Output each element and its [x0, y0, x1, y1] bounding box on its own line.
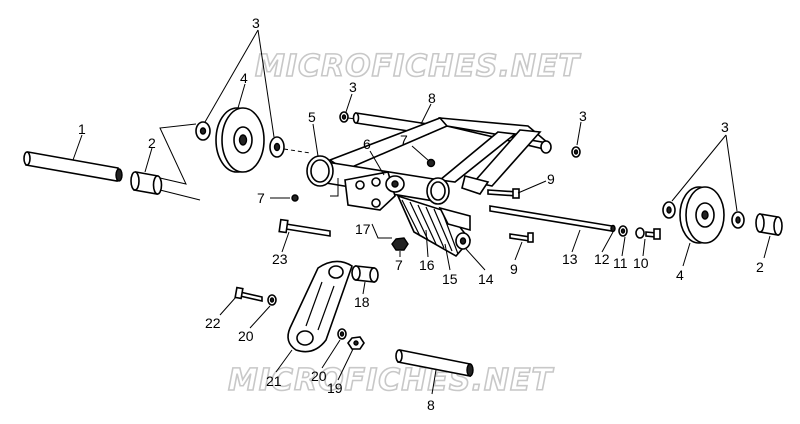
- callout-15: 15: [442, 271, 458, 287]
- bolt-part-9-lower: [509, 232, 534, 243]
- callout-8: 8: [428, 90, 436, 106]
- callout-3: 3: [252, 15, 260, 31]
- bolt-part-10: [645, 228, 661, 240]
- callout-3: 3: [721, 119, 729, 135]
- callout-7: 7: [395, 257, 403, 273]
- callout-20: 20: [311, 368, 327, 384]
- bolt-part-22: [234, 286, 263, 303]
- callout-2: 2: [756, 259, 764, 275]
- callout-9: 9: [510, 261, 518, 277]
- callout-3: 3: [349, 79, 357, 95]
- watermark-bottom: MICROFICHES.NET: [228, 363, 555, 398]
- assembly-line-left: [159, 123, 197, 185]
- washer-part-3-right-upper: [571, 146, 581, 158]
- shock-absorber-part-15: [396, 194, 472, 258]
- callout-2: 2: [148, 135, 156, 151]
- callout-1: 1: [78, 121, 86, 137]
- callout-16: 16: [419, 257, 435, 273]
- callout-4: 4: [676, 267, 684, 283]
- callout-6: 6: [363, 136, 371, 152]
- nut-part-7-left: [291, 194, 299, 202]
- bolt-part-23: [278, 218, 331, 237]
- leader-lines: [72, 29, 771, 395]
- callout-4: 4: [240, 70, 248, 86]
- washer-part-20-lower: [337, 328, 347, 340]
- callout-20: 20: [238, 328, 254, 344]
- callout-18: 18: [354, 294, 370, 310]
- callout-8: 8: [427, 397, 435, 413]
- axle-part-13: [489, 205, 616, 233]
- spacer-part-2-right: [755, 213, 783, 236]
- callout-5: 5: [308, 109, 316, 125]
- callout-7: 7: [400, 132, 408, 148]
- callout-22: 22: [205, 315, 221, 331]
- callout-10: 10: [633, 255, 649, 271]
- bolt-part-9-upper: [487, 188, 520, 199]
- callout-9: 9: [547, 171, 555, 187]
- callout-3: 3: [579, 108, 587, 124]
- swing-arm-frame: [306, 117, 552, 211]
- washer-part-11: [635, 227, 645, 239]
- callout-13: 13: [562, 251, 578, 267]
- link-arm-part-21: [287, 260, 353, 353]
- bushing-part-18: [351, 265, 379, 283]
- watermark-top: MICROFICHES.NET: [255, 49, 582, 84]
- washer-part-20-upper: [267, 294, 277, 306]
- nut-part-19: [347, 336, 365, 350]
- callout-21: 21: [266, 373, 282, 389]
- shaft-part-1: [23, 151, 123, 182]
- nut-part-7-lower: [391, 237, 409, 251]
- callout-14: 14: [478, 271, 494, 287]
- washer-part-12: [618, 225, 628, 237]
- callout-labels: 1 2 3 4 3 8 5 6 7 3 3 9 7 23 17 7 16 15 …: [78, 15, 764, 413]
- callout-23: 23: [272, 251, 288, 267]
- spacer-part-2-left: [130, 171, 163, 195]
- idler-wheel-part-4-left: [195, 107, 285, 173]
- callout-19: 19: [327, 380, 343, 396]
- shaft-part-8-lower: [395, 349, 474, 377]
- callout-7: 7: [257, 190, 265, 206]
- callout-17: 17: [355, 221, 371, 237]
- callout-12: 12: [594, 251, 610, 267]
- idler-wheel-part-4-right: [662, 186, 745, 244]
- nut-part-7-upper: [426, 158, 436, 168]
- callout-11: 11: [613, 255, 628, 271]
